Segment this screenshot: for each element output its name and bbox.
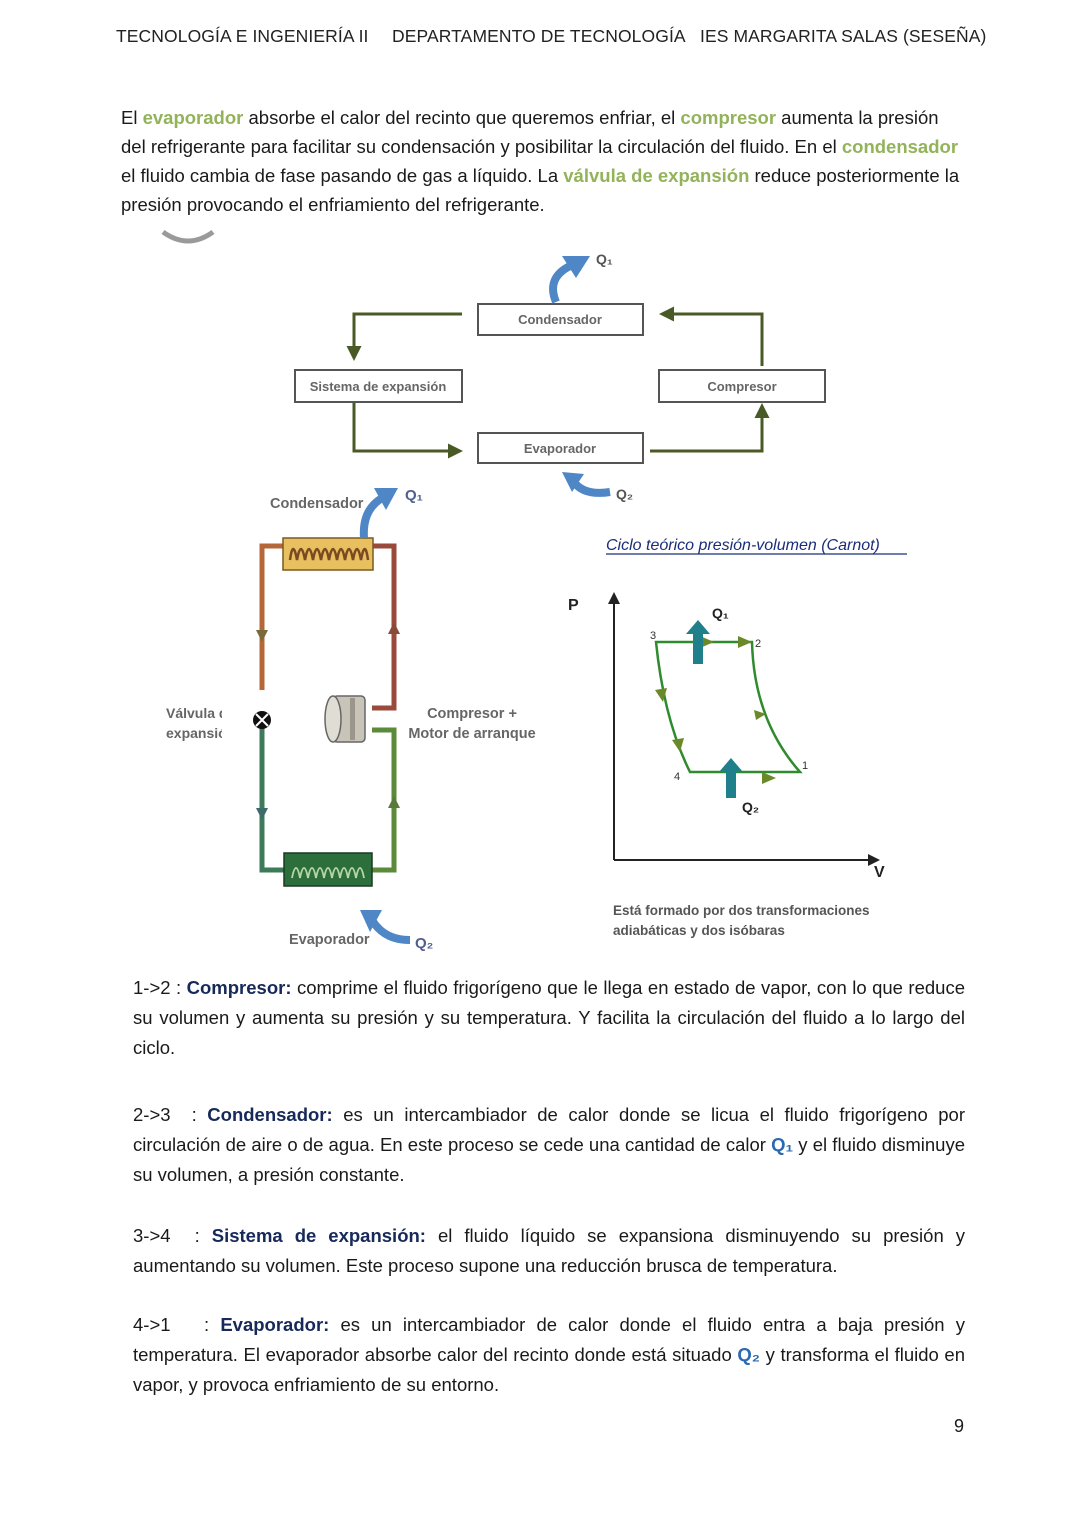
- step-title: Condensador:: [207, 1104, 333, 1125]
- step-number: 2->3: [133, 1104, 171, 1125]
- step-title: Compresor:: [186, 977, 292, 998]
- pv-caption-2: adiabáticas y dos isóbaras: [613, 923, 785, 938]
- step-separator: :: [170, 1104, 208, 1125]
- pv-cycle: [654, 640, 803, 774]
- pv-diagram: Ciclo teórico presión-volumen (Carnot) P…: [568, 537, 907, 938]
- box-condensador: [477, 303, 644, 336]
- circuit-q1-arrow-icon: [359, 494, 385, 539]
- pv-point-1: 1: [802, 760, 808, 772]
- box-condensador-label: Condensador: [518, 312, 602, 327]
- step-1-paragraph: 1->2 : Compresor: comprime el fluido fri…: [133, 973, 965, 1063]
- step-text: el fluido líquido se expansiona disminuy…: [133, 1225, 966, 1276]
- q1-arrowhead-icon: [562, 256, 590, 278]
- evaporator-coil: [283, 852, 373, 887]
- step-title: Evaporador:: [220, 1314, 330, 1335]
- step-text: comprime el fluido frigorígeno que le ll…: [133, 977, 966, 1058]
- step-separator: :: [170, 977, 187, 998]
- box-evaporador: [477, 432, 644, 464]
- keyword-valvula: válvula de expansión: [563, 165, 750, 186]
- keyword-condensador: condensador: [841, 136, 959, 157]
- intro-text: aumenta la presión del refrigerante para…: [121, 107, 939, 157]
- step-text: es un intercambiador de calor donde se l…: [133, 1104, 965, 1155]
- header-right: IES MARGARITA SALAS (SESEÑA): [700, 26, 987, 46]
- pv-q2-arrow-icon: [726, 768, 736, 798]
- step-separator: :: [170, 1225, 212, 1246]
- circuit-evaporador-label: Evaporador: [289, 932, 370, 948]
- keyword-evaporador: evaporador: [142, 107, 244, 128]
- intro-text: El: [121, 107, 143, 128]
- circuit-valvula-label-2: expansió: [166, 725, 227, 741]
- pv-point-2: 2: [755, 638, 761, 650]
- pv-caption-1: Está formado por dos transformaciones: [613, 903, 870, 918]
- box-expansion-label: Sistema de expansión: [310, 379, 447, 394]
- logo-fragment-icon: [161, 229, 215, 244]
- keyword-compresor: compresor: [680, 107, 777, 128]
- pv-q1-label: Q₁: [712, 605, 729, 621]
- pv-point-4: 4: [674, 771, 680, 783]
- step-text: es un intercambiador de calor donde el f…: [133, 1314, 966, 1365]
- header-left: TECNOLOGÍA E INGENIERÍA II: [116, 26, 369, 46]
- pv-title: Ciclo teórico presión-volumen (Carnot): [606, 537, 880, 554]
- circuit-condensador-label: Condensador: [270, 496, 364, 512]
- header-center: DEPARTAMENTO DE TECNOLOGÍA: [392, 26, 686, 46]
- step-separator: :: [170, 1314, 221, 1335]
- intro-text: el fluido cambia de fase pasando de gas …: [121, 165, 564, 186]
- pv-q1-arrow-icon: [693, 632, 703, 664]
- step-number: 1->2: [133, 977, 171, 998]
- q2-symbol: Q₂: [737, 1344, 761, 1365]
- box-compresor-label: Compresor: [707, 379, 776, 394]
- step-title: Sistema de expansión:: [211, 1225, 426, 1246]
- block-diagram: Condensador Sistema de expansión Compres…: [294, 251, 826, 502]
- q1-label: Q₁: [596, 251, 613, 267]
- pv-point-3: 3: [650, 630, 656, 642]
- circuit-valvula-label-1: Válvula d: [166, 705, 227, 721]
- step-text: y el fluido disminuye su volumen, a pres…: [133, 1134, 965, 1185]
- circuit-compresor-label-2: Motor de arranque: [408, 726, 535, 742]
- q2-arrowhead-icon: [562, 472, 584, 492]
- intro-text: reduce posteriormente la presión provoca…: [121, 165, 960, 215]
- step-number: 3->4: [133, 1225, 171, 1246]
- refrigeration-figure: Condensador Sistema de expansión Compres…: [161, 229, 907, 952]
- q1-symbol: Q₁: [771, 1134, 794, 1155]
- step-number: 4->1: [133, 1314, 171, 1335]
- step-2-paragraph: 2->3 : Condensador: es un intercambiador…: [133, 1100, 965, 1190]
- q1-arrow-icon: [549, 262, 572, 304]
- circuit-q2-arrow-icon: [368, 917, 411, 944]
- q2-label: Q₂: [616, 486, 633, 502]
- box-expansion: [294, 369, 463, 403]
- circuit-compresor-label-1: Compresor +: [427, 706, 517, 722]
- refrigeration-circuit: Condensador Evaporador Válvula d expansi…: [166, 487, 536, 952]
- box-evaporador-label: Evaporador: [524, 441, 596, 456]
- page-number: 9: [953, 1416, 964, 1436]
- circuit-q1-label: Q₁: [405, 487, 423, 504]
- step-3-paragraph: 3->4 : Sistema de expansión: el fluido l…: [133, 1221, 965, 1281]
- step-text: y transforma el fluido en vapor, y provo…: [133, 1344, 965, 1395]
- intro-paragraph: El evaporador absorbe el calor del recin…: [121, 103, 961, 219]
- p-axis-label: P: [568, 597, 579, 614]
- intro-text: absorbe el calor del recinto que queremo…: [243, 107, 681, 128]
- pv-q2-label: Q₂: [742, 799, 759, 815]
- v-axis-label: V: [874, 864, 885, 881]
- circuit-q2-label: Q₂: [415, 935, 433, 952]
- q2-arrow-icon: [570, 479, 611, 497]
- box-compresor: [658, 369, 826, 403]
- step-4-paragraph: 4->1 : Evaporador: es un intercambiador …: [133, 1310, 965, 1400]
